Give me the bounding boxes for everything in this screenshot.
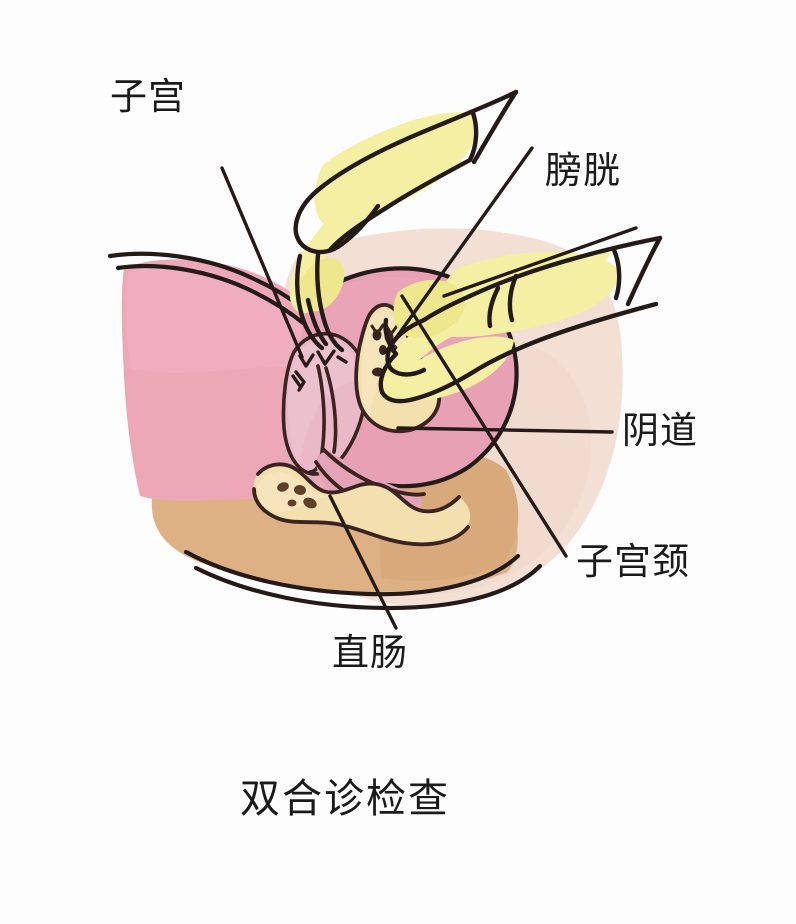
central-pelvic-block-outline xyxy=(321,266,519,489)
leader-line-cervix xyxy=(400,294,568,558)
pelvic-floor-outline xyxy=(183,549,543,611)
leader-line-vagina xyxy=(396,426,614,434)
rectum-speckles xyxy=(277,482,317,509)
leader-line-rectum xyxy=(328,494,398,630)
label-vagina: 阴道 xyxy=(622,409,698,452)
label-uterus: 子宫 xyxy=(110,75,186,118)
label-rectum: 直肠 xyxy=(332,631,408,674)
label-cervix: 子宫颈 xyxy=(576,540,690,583)
examiner-vaginal-hand-outline xyxy=(378,235,663,404)
leader-lines xyxy=(220,146,638,630)
examiner-vaginal-hand xyxy=(381,251,620,401)
leader-line-bladder xyxy=(384,146,534,354)
leader-line-uterus xyxy=(220,166,304,359)
uterus-hatch-marks xyxy=(291,349,348,392)
examiner-abdominal-hand xyxy=(289,112,478,314)
label-bladder: 膀胱 xyxy=(545,149,621,192)
rectum-outline xyxy=(252,462,470,547)
uterus-body-outline xyxy=(281,331,368,476)
figure-caption: 双合诊检查 xyxy=(240,776,450,822)
examiner-abdominal-hand-outline xyxy=(293,89,519,353)
leader-line-bladder-secondary xyxy=(442,226,638,298)
